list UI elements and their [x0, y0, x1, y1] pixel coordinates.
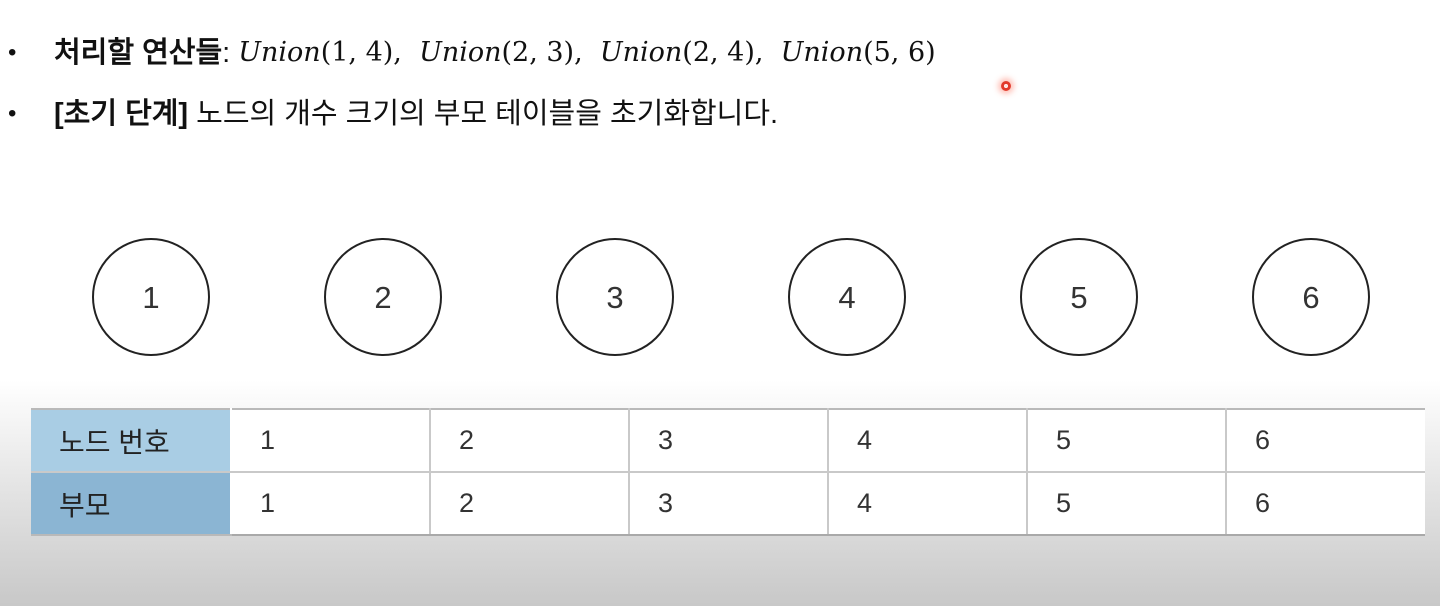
node-5: 5 [1020, 238, 1138, 356]
table-cell: 5 [1026, 408, 1227, 473]
node-6: 6 [1252, 238, 1370, 356]
node-circle [1252, 238, 1370, 356]
table-cell: 6 [1225, 471, 1425, 536]
node-circle [556, 238, 674, 356]
node-label: 5 [1070, 280, 1087, 315]
initial-step-label: [초기 단계] [54, 98, 189, 130]
node-circle [324, 238, 442, 356]
table-cell: 3 [628, 408, 829, 473]
table-cell: 6 [1225, 408, 1425, 473]
table-cell: 2 [429, 471, 630, 536]
bullet-icon: • [8, 39, 17, 66]
bullet-initial-step: • [초기 단계] 노드의 개수 크기의 부모 테이블을 초기화합니다. [8, 94, 778, 134]
table-cell: 2 [429, 408, 630, 473]
row-header-parent: 부모 [31, 471, 232, 536]
node-label: 3 [606, 280, 623, 315]
table-row-node-number: 노드 번호 1 2 3 4 5 6 [31, 408, 1425, 473]
operations-list: Union(1, 4), Union(2, 3), Union(2, 4), U… [238, 33, 935, 73]
row-header-node-number: 노드 번호 [31, 408, 232, 473]
table-cell: 5 [1026, 471, 1227, 536]
node-3: 3 [556, 238, 674, 356]
op-4: Union(5, 6) [780, 37, 936, 68]
node-1: 1 [92, 238, 210, 356]
op-1: Union(1, 4), [238, 37, 402, 68]
node-diagram: 1 2 3 4 5 6 [92, 238, 1370, 356]
operations-label: 처리할 연산들 [54, 37, 223, 69]
op-2: Union(2, 3), [419, 37, 583, 68]
node-label: 2 [374, 280, 391, 315]
node-circle [788, 238, 906, 356]
table-cell: 4 [827, 471, 1028, 536]
node-label: 1 [142, 280, 159, 315]
table-row-parent: 부모 1 2 3 4 5 6 [31, 471, 1425, 536]
node-circle [92, 238, 210, 356]
laser-pointer-icon [1001, 81, 1011, 91]
table-cell: 3 [628, 471, 829, 536]
parent-table: 노드 번호 1 2 3 4 5 6 부모 1 2 3 4 5 6 [31, 408, 1425, 536]
node-circle [1020, 238, 1138, 356]
table-cell: 4 [827, 408, 1028, 473]
op-3: Union(2, 4), [599, 37, 764, 68]
operations-colon: : [222, 37, 231, 69]
bullet-operations: • 처리할 연산들: Union(1, 4), Union(2, 3), Uni… [8, 33, 936, 73]
node-2: 2 [324, 238, 442, 356]
table-cell: 1 [230, 471, 431, 536]
bullet-icon: • [8, 100, 17, 127]
initial-step-text: 노드의 개수 크기의 부모 테이블을 초기화합니다. [196, 98, 779, 130]
node-4: 4 [788, 238, 906, 356]
node-label: 4 [838, 280, 855, 315]
table-cell: 1 [230, 408, 431, 473]
node-label: 6 [1302, 280, 1319, 315]
